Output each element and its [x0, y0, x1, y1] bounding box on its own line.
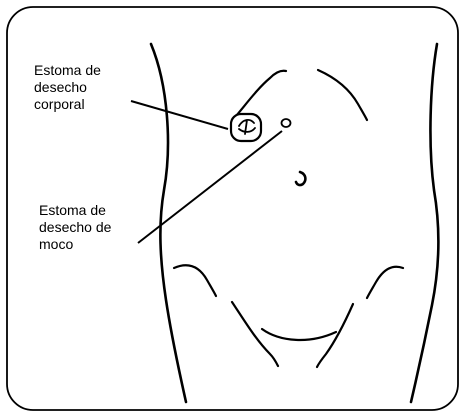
label-body-waste-line-2: desecho [34, 79, 87, 95]
body-waste-stoma [231, 114, 261, 141]
label-body-waste-line-3: corporal [34, 96, 85, 112]
label-body-waste-line-1: Estoma de [34, 62, 101, 78]
mucus-stoma [282, 119, 291, 127]
label-mucus-line-3: moco [39, 236, 73, 252]
label-mucus-line-2: desecho de [39, 219, 112, 235]
label-mucus-line-1: Estoma de [39, 202, 106, 218]
